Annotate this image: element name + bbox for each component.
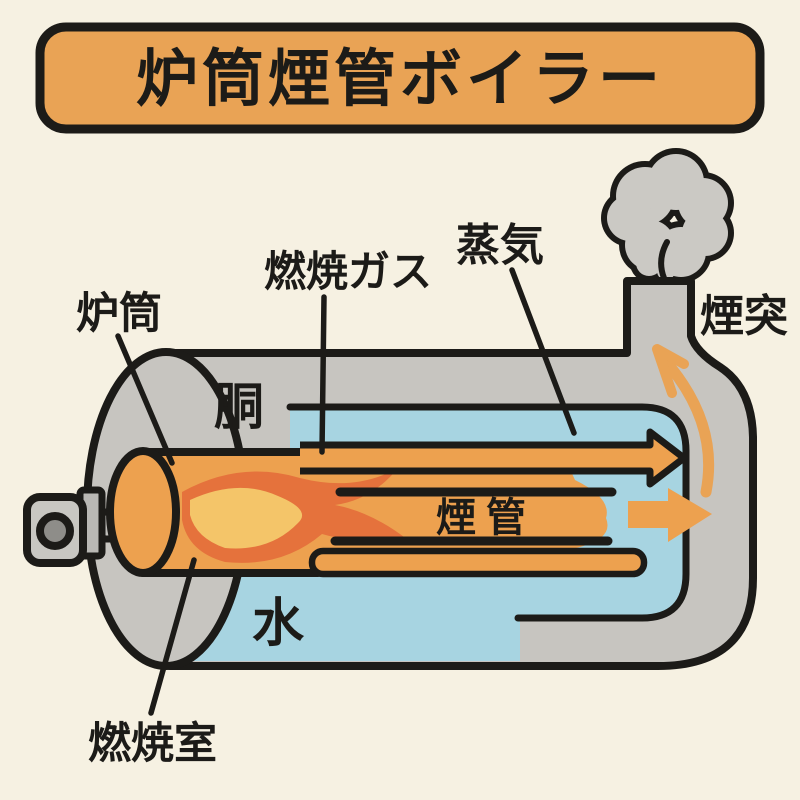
smoke-tube-outlined bbox=[308, 547, 648, 578]
exit-arrow bbox=[628, 488, 712, 542]
smoke-cloud bbox=[601, 148, 734, 286]
leader-combustion-gas bbox=[319, 294, 327, 455]
burner bbox=[23, 486, 124, 567]
flue-arrow-head bbox=[652, 344, 689, 398]
smoke-curl bbox=[658, 239, 670, 281]
title-banner: 炉筒煙管ボイラー bbox=[35, 22, 765, 134]
label-smoke-tube: 煙管 bbox=[436, 496, 536, 540]
title-banner-box bbox=[35, 22, 765, 134]
leader-combustion-chamber bbox=[148, 557, 197, 716]
furnace-tube-cap bbox=[106, 447, 180, 577]
label-water: 水 bbox=[252, 595, 305, 653]
gas-flow-arrow bbox=[300, 428, 688, 488]
flue-arrow bbox=[652, 344, 715, 498]
label-combustion-gas: 燃焼ガス bbox=[264, 248, 432, 295]
flame-inner bbox=[190, 487, 303, 549]
page-title: 炉筒煙管ボイラー bbox=[136, 45, 664, 114]
flue-arrow-curve bbox=[654, 349, 715, 498]
label-combustion-chamber: 燃焼室 bbox=[88, 720, 217, 768]
label-shell: 胴 bbox=[214, 379, 264, 435]
label-steam: 蒸気 bbox=[456, 221, 544, 270]
label-furnace-tube: 炉筒 bbox=[76, 290, 162, 338]
burner-nozzle bbox=[36, 512, 74, 550]
label-chimney: 煙突 bbox=[700, 292, 788, 341]
leader-lines bbox=[115, 267, 577, 716]
leader-furnace-tube bbox=[115, 333, 175, 466]
leader-steam bbox=[509, 267, 577, 436]
